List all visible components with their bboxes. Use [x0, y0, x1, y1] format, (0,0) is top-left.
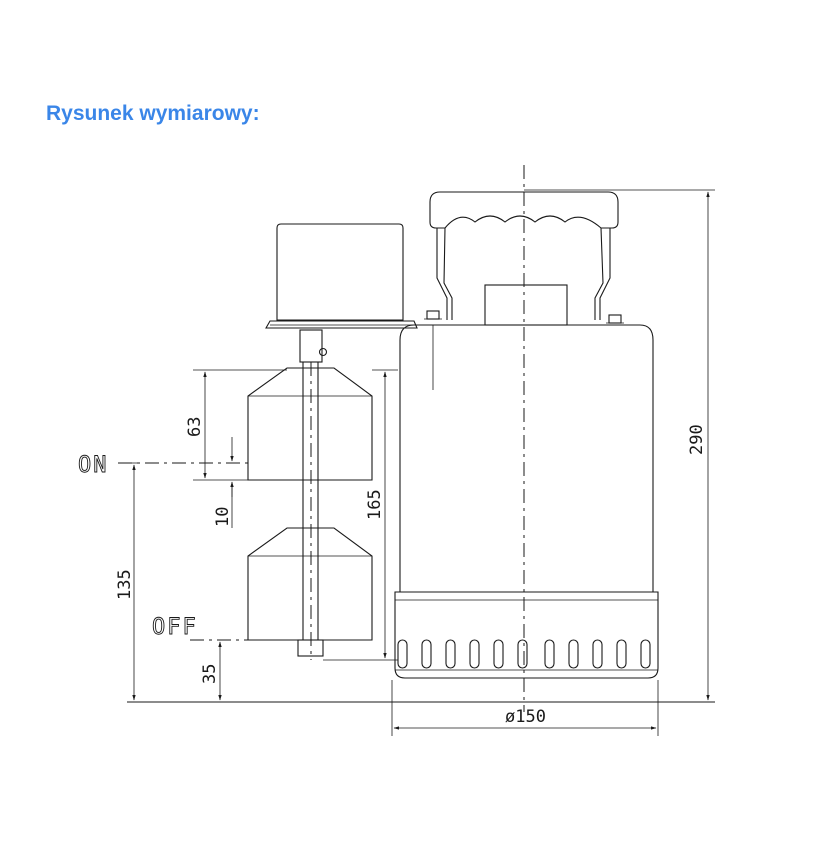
- dim-off-level: 35: [200, 664, 220, 684]
- dim-float-height: 63: [185, 417, 205, 437]
- float-switch: [247, 223, 418, 660]
- dim-total-height: 290: [687, 424, 707, 455]
- dim-on-level: 135: [115, 569, 135, 600]
- label-on: ON: [78, 453, 109, 478]
- dim-hysteresis: 10: [213, 507, 233, 527]
- page-title: Rysunek wymiarowy:: [46, 102, 260, 125]
- dim-diameter: ø150: [505, 707, 546, 727]
- inlet-slots: [397, 639, 651, 669]
- label-off: OFF: [152, 615, 198, 640]
- pump-handle: [429, 191, 619, 320]
- pump-body: [394, 284, 659, 679]
- dim-switch-range: 165: [365, 489, 385, 520]
